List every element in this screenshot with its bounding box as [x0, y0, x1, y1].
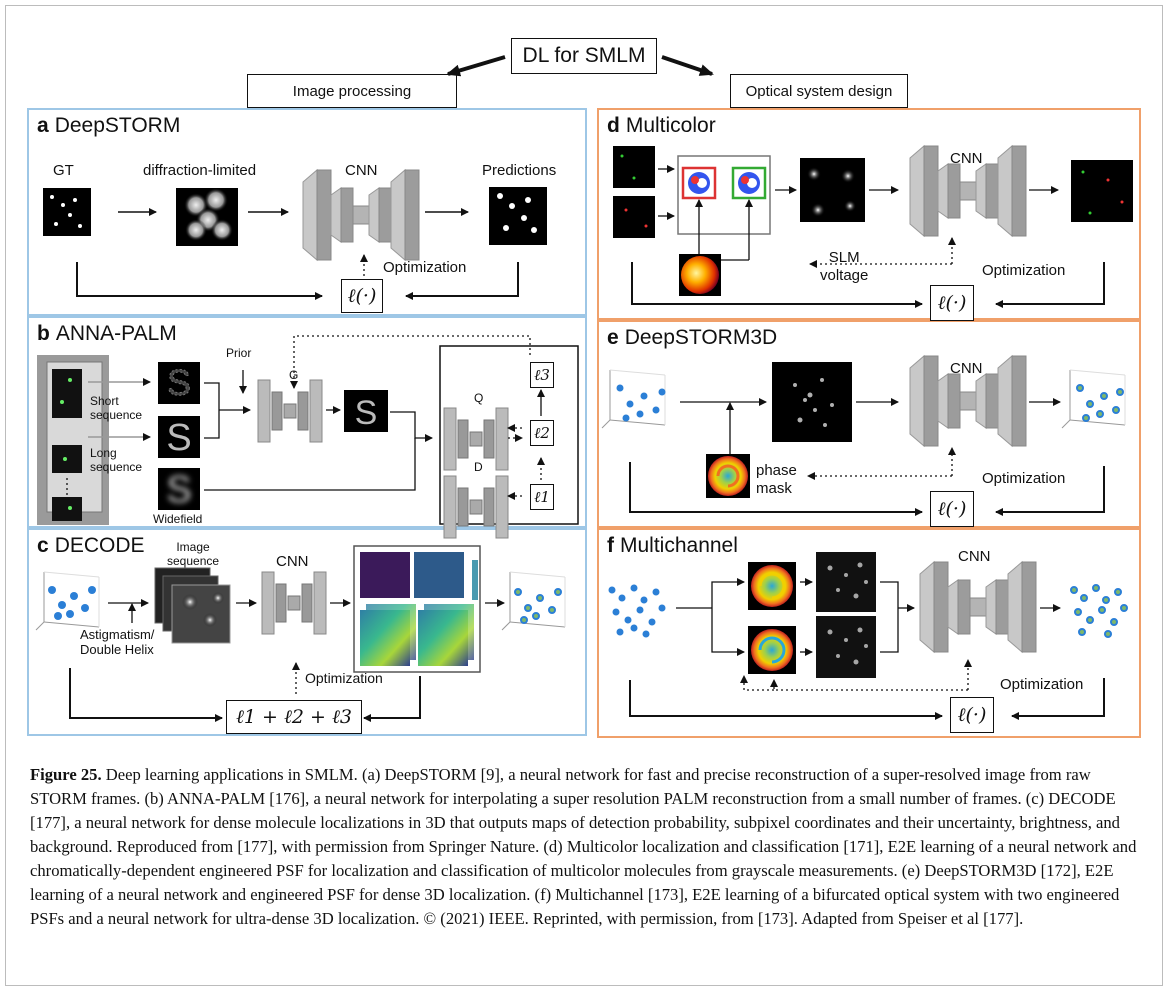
panel-b-letter: b: [37, 322, 50, 345]
panel-c-letter: c: [37, 534, 49, 557]
widefield-label: Widefield: [153, 512, 203, 526]
panel-e-title: DeepSTORM3D: [624, 326, 778, 349]
dl-for-smlm-label: DL for SMLM: [511, 38, 657, 74]
cnn-label-a: CNN: [345, 162, 378, 179]
phase-mask-label: phase mask: [756, 462, 797, 497]
loss-box-l2: ℓ2: [530, 420, 554, 446]
predictions-label: Predictions: [482, 162, 557, 179]
loss-box-l3: ℓ3: [530, 362, 554, 388]
diagram-graphics: S S S S: [35, 55, 1134, 722]
panel-a-title: DeepSTORM: [54, 114, 181, 137]
loss-box-f: ℓ(·): [950, 697, 994, 733]
d-label: D: [474, 460, 483, 474]
loss-box-d: ℓ(·): [930, 285, 974, 321]
loss-box-c: ℓ1 + ℓ2 + ℓ3: [226, 700, 362, 734]
svg-text:S: S: [355, 394, 378, 432]
cnn-label-f: CNN: [958, 548, 991, 565]
panel-b-title: ANNA-PALM: [55, 322, 177, 345]
loss-box-a: ℓ(·): [341, 279, 383, 313]
cnn-label-d: CNN: [950, 150, 983, 167]
svg-text:S: S: [166, 469, 191, 511]
figure-caption: Figure 25. Deep learning applications in…: [30, 763, 1140, 931]
cnn-label-e: CNN: [950, 360, 983, 377]
optimization-label-c: Optimization: [305, 670, 383, 686]
panel-f-letter: f: [607, 534, 614, 557]
gt-label: GT: [53, 162, 74, 179]
diffraction-limited-label: diffraction-limited: [143, 162, 257, 179]
slm-voltage-label: SLM voltage: [820, 249, 869, 284]
svg-text:S: S: [167, 362, 191, 403]
loss-box-e: ℓ(·): [930, 491, 974, 527]
panel-d-letter: d: [607, 114, 620, 137]
astigmatism-label: Astigmatism/ Double Helix: [80, 627, 155, 657]
image-sequence-label: Image sequence: [167, 540, 220, 568]
optimization-label-e: Optimization: [982, 470, 1066, 487]
caption-text: Deep learning applications in SMLM. (a) …: [30, 765, 1137, 928]
prior-label: Prior: [226, 346, 252, 360]
loss-box-l1: ℓ1: [530, 484, 554, 510]
figure-frame: [5, 5, 1163, 986]
panel-f-title: Multichannel: [620, 534, 738, 557]
panel-c-title: DECODE: [54, 534, 145, 557]
panel-d-title: Multicolor: [625, 114, 716, 137]
long-sequence-label: Long sequence: [90, 446, 143, 474]
panel-e-letter: e: [607, 326, 619, 349]
cnn-label-c: CNN: [276, 553, 309, 570]
image-processing-label: Image processing: [247, 74, 457, 108]
optimization-label-d: Optimization: [982, 262, 1066, 279]
optical-system-design-label: Optical system design: [730, 74, 908, 108]
optimization-label-f: Optimization: [1000, 676, 1084, 693]
panel-a-letter: a: [37, 114, 49, 137]
g-label: G: [289, 368, 299, 382]
panel-f: f Multichannel: [597, 528, 1141, 738]
optimization-label-a: Optimization: [383, 259, 467, 276]
svg-text:S: S: [166, 417, 191, 459]
short-sequence-label: Short sequence: [90, 394, 143, 422]
caption-label: Figure 25.: [30, 765, 102, 784]
q-label: Q: [474, 391, 484, 405]
